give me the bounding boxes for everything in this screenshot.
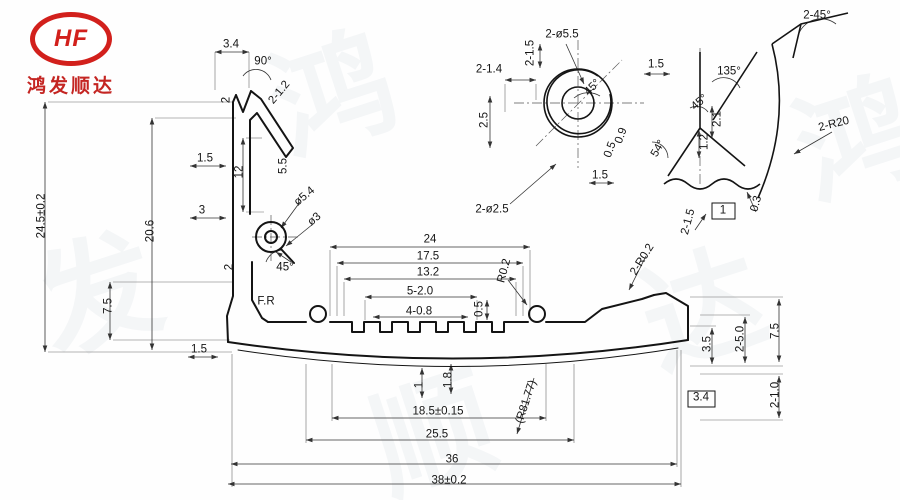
hf-logo: HF 鸿发顺达 — [16, 12, 126, 98]
angle-arcs — [242, 18, 837, 263]
dimension-lines — [42, 44, 782, 487]
centerlines — [252, 40, 701, 262]
hf-logo-oval: HF — [30, 12, 112, 66]
profile-outline — [226, 90, 689, 367]
hf-logo-text: HF — [54, 25, 88, 52]
detail-views — [543, 12, 849, 408]
company-name: 鸿发顺达 — [26, 75, 115, 97]
extension-lines — [48, 52, 783, 487]
leader-lines — [275, 43, 833, 435]
